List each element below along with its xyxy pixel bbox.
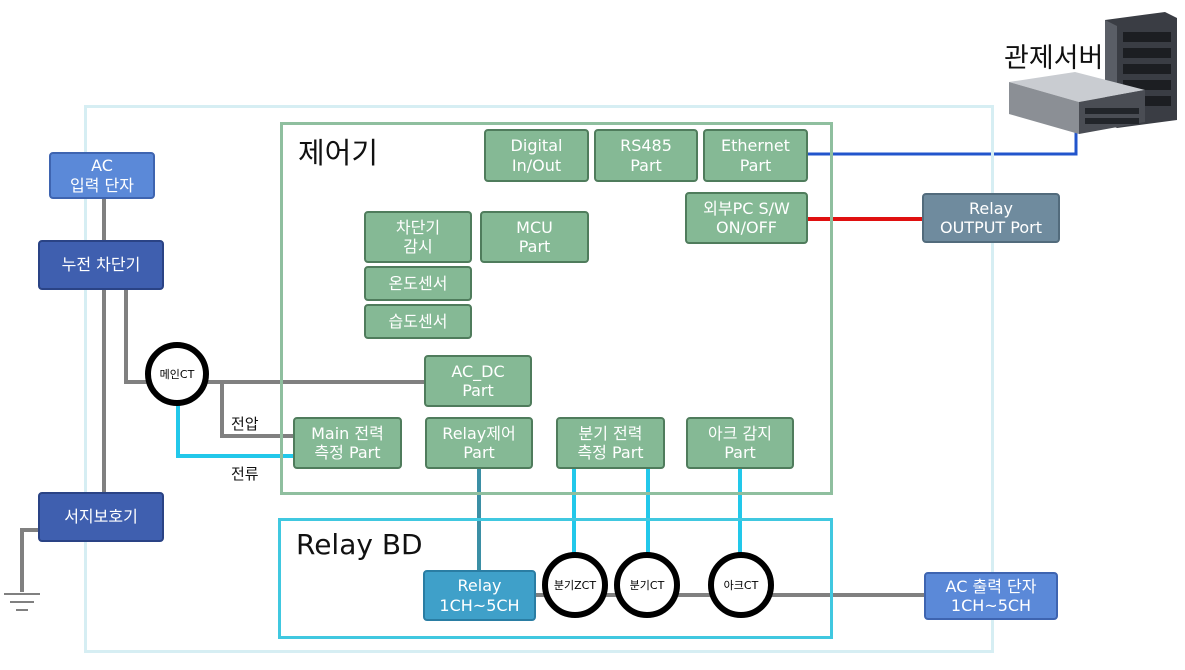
controller-frame (280, 122, 833, 495)
leakage-breaker: 누전 차단기 (38, 240, 164, 290)
branch-ct-sensor: 분기CT (614, 552, 680, 618)
branch-power-measure-part: 분기 전력 측정 Part (556, 417, 665, 469)
voltage-line (220, 382, 294, 438)
ethernet-part: Ethernet Part (703, 129, 808, 182)
relay-channels: Relay 1CH~5CH (423, 570, 536, 621)
relay-bd-title: Relay BD (296, 528, 423, 561)
relay-output-port: Relay OUTPUT Port (922, 193, 1060, 243)
ac-dc-part: AC_DC Part (424, 355, 532, 407)
ac-input-terminal: AC 입력 단자 (49, 152, 155, 199)
main-ct-sensor: 메인CT (145, 342, 209, 406)
temperature-sensor: 온도센서 (364, 266, 472, 301)
ethernet-line (806, 132, 1078, 156)
current-label: 전류 (231, 465, 259, 483)
server-title: 관제서버 (1004, 43, 1104, 74)
power-line-breaker-acdc (124, 290, 424, 384)
voltage-label: 전압 (231, 415, 259, 433)
relay-control-part: Relay제어 Part (425, 417, 533, 469)
relay-bd-frame (278, 518, 833, 639)
arc-ct-sensor: 아크CT (708, 552, 774, 618)
digital-io-part: Digital In/Out (484, 129, 589, 182)
arc-detect-part: 아크 감지 Part (686, 417, 794, 469)
surge-protector: 서지보호기 (38, 492, 164, 542)
external-pc-sw-part: 외부PC S/W ON/OFF (685, 192, 808, 244)
branch-zct-sensor: 분기ZCT (542, 552, 608, 618)
rs485-part: RS485 Part (594, 129, 698, 182)
breaker-monitor-part: 차단기 감시 (364, 211, 472, 263)
server-icon (1005, 10, 1177, 135)
ground-wire (20, 528, 38, 592)
ac-output-terminal: AC 출력 단자 1CH~5CH (924, 572, 1058, 620)
controller-title: 제어기 (298, 136, 379, 170)
system-outer-frame (84, 105, 994, 653)
main-power-measure-part: Main 전력 측정 Part (293, 417, 402, 469)
humidity-sensor: 습도센서 (364, 304, 472, 339)
current-line (176, 400, 294, 458)
mcu-part: MCU Part (480, 211, 589, 263)
